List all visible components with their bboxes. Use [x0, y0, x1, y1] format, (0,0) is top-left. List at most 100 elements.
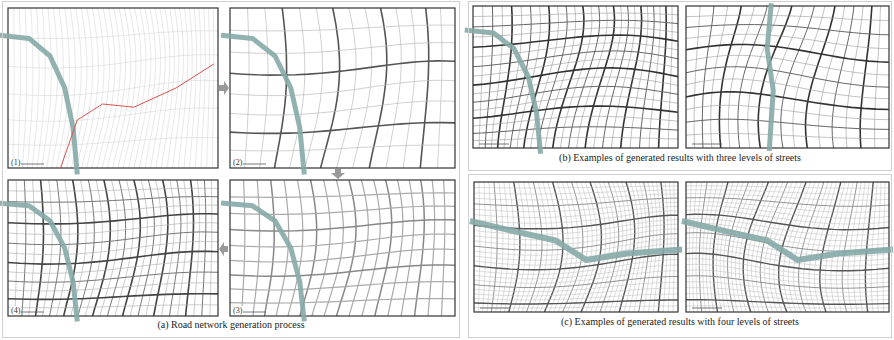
street-line: [474, 271, 678, 283]
street-line: [531, 182, 547, 312]
street-line: [184, 8, 192, 168]
street-line: [540, 182, 558, 312]
site-ground: [686, 182, 889, 312]
river: [767, 3, 773, 151]
street-line: [337, 8, 357, 168]
street-line: [22, 180, 26, 316]
street-line: [170, 180, 181, 316]
process-arrow: [219, 81, 229, 95]
street-line: [473, 51, 678, 67]
street-line: [337, 180, 357, 316]
street-line: [428, 180, 435, 316]
street-line: [686, 264, 889, 279]
street-line: [673, 182, 675, 312]
street-line: [245, 8, 249, 168]
street-line: [487, 182, 491, 312]
street-line: [202, 180, 206, 316]
street-line: [18, 8, 21, 168]
street-line: [474, 277, 678, 288]
street-line: [442, 180, 445, 316]
site-boundary: [230, 180, 455, 316]
street-line: [814, 182, 836, 312]
panel-caption: (c) Examples of generated results with f…: [469, 316, 891, 327]
street-line: [518, 182, 531, 312]
street-line: [504, 6, 522, 148]
river: [470, 221, 682, 260]
street-line: [230, 265, 455, 276]
street-line: [78, 180, 94, 316]
street-line: [686, 259, 889, 276]
street-line: [474, 306, 678, 308]
street-grid: [0, 180, 218, 321]
street-line: [474, 207, 678, 218]
street-line: [875, 6, 881, 148]
street-line: [230, 299, 455, 303]
site-ground: [686, 6, 889, 148]
street-line: [686, 119, 889, 129]
street-line: [22, 8, 26, 168]
street-line: [686, 282, 889, 293]
street-line: [474, 300, 678, 304]
street-line: [473, 59, 678, 76]
street-line: [686, 194, 889, 201]
street-line: [8, 188, 218, 191]
street-line: [659, 6, 667, 148]
street-line: [758, 6, 792, 148]
street-line: [686, 206, 889, 218]
site-ground: [473, 6, 678, 148]
street-line: [702, 6, 714, 148]
street-line: [686, 233, 889, 252]
street-grid: [221, 180, 455, 321]
street-line: [474, 202, 678, 211]
street-line: [496, 182, 503, 312]
street-line: [207, 8, 210, 168]
street-line: [129, 8, 146, 168]
street-line: [658, 182, 664, 312]
street-line: [140, 8, 156, 168]
street-line: [15, 180, 17, 316]
street-line: [865, 182, 873, 312]
street-grid: [0, 8, 218, 174]
street-line: [473, 13, 678, 16]
river: [221, 35, 304, 174]
street-line: [230, 80, 455, 95]
street-line: [500, 182, 509, 312]
street-line: [312, 180, 330, 316]
street-line: [42, 8, 52, 168]
street-line: [8, 272, 218, 282]
street-line: [375, 180, 392, 316]
street-line: [860, 6, 872, 148]
street-line: [686, 15, 889, 20]
street-line: [686, 25, 889, 35]
street-line: [362, 180, 380, 316]
street-line: [686, 294, 889, 301]
street-line: [473, 137, 678, 140]
street-line: [8, 197, 218, 203]
scale-bar: [692, 308, 722, 309]
street-line: [260, 8, 268, 168]
street-line: [686, 276, 889, 288]
street-line: [37, 8, 45, 168]
scale-bar: [479, 144, 509, 145]
street-line: [474, 198, 678, 206]
street-line: [276, 180, 289, 316]
street-line: [97, 8, 115, 168]
street-line: [710, 182, 723, 312]
street-line: [668, 182, 671, 312]
street-line: [305, 8, 323, 168]
street-line: [686, 190, 889, 194]
street-line: [275, 8, 287, 168]
street-line: [686, 210, 889, 224]
street-line: [473, 68, 678, 85]
street-line: [735, 182, 758, 312]
panel-caption: (a) Road network generation process: [3, 319, 459, 330]
street-line: [27, 8, 33, 168]
street-line: [195, 8, 201, 168]
street-line: [668, 6, 672, 148]
street-line: [230, 220, 455, 231]
street-line: [728, 6, 754, 148]
street-line: [473, 86, 678, 102]
street-line: [173, 8, 184, 168]
street-line: [686, 134, 889, 139]
